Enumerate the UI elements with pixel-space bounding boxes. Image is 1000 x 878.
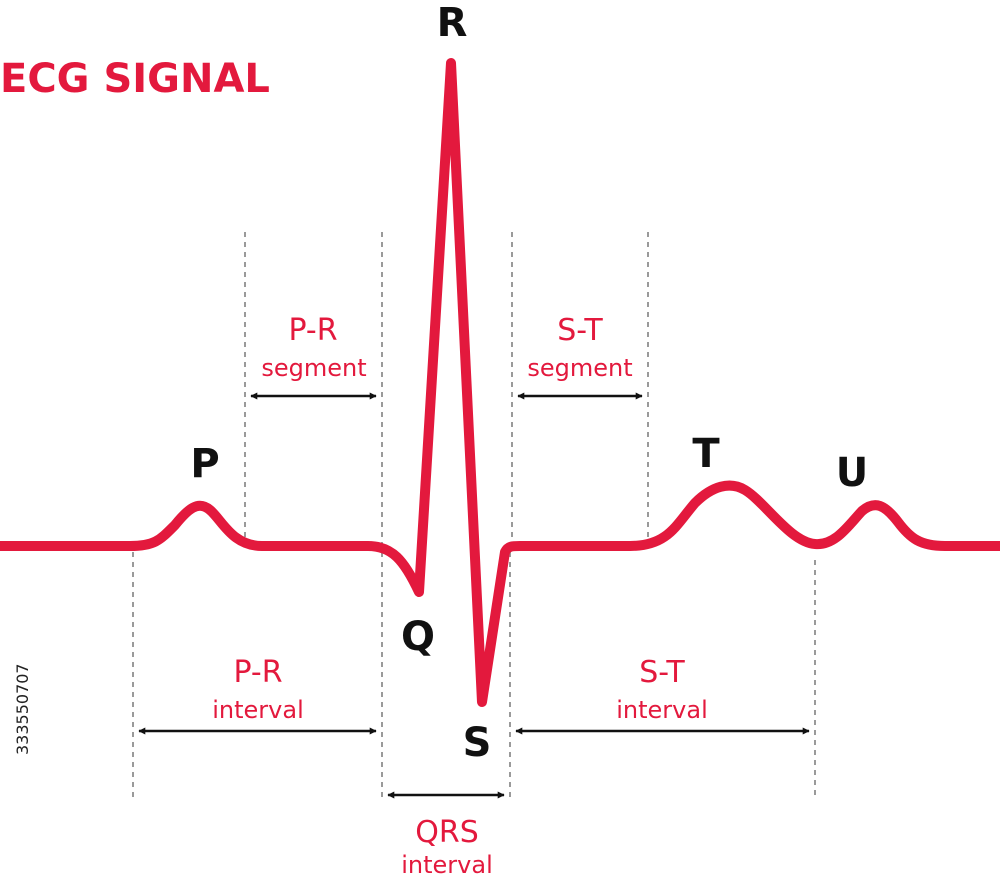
wave-label-p: P	[190, 441, 219, 487]
pr-interval-sub: interval	[212, 696, 304, 724]
wave-label-r: R	[437, 0, 468, 46]
st-segment-sub: segment	[527, 354, 632, 382]
st-interval: S-T interval	[515, 655, 810, 735]
wave-label-u: U	[836, 450, 868, 496]
pr-interval: P-R interval	[138, 655, 377, 735]
qrs-interval-sub: interval	[401, 851, 493, 878]
wave-label-s: S	[463, 720, 492, 766]
stock-id-label: 333550707	[13, 663, 32, 755]
pr-segment-name: P-R	[288, 313, 337, 348]
diagram-title: ECG SIGNAL	[0, 56, 270, 102]
st-interval-sub: interval	[616, 696, 708, 724]
pr-segment-sub: segment	[261, 354, 366, 382]
st-segment-name: S-T	[557, 313, 603, 348]
qrs-interval-name: QRS	[415, 815, 479, 850]
wave-label-q: Q	[401, 614, 435, 660]
ecg-waveform	[0, 58, 1000, 707]
pr-interval-name: P-R	[233, 655, 282, 690]
qrs-interval: QRS interval	[387, 791, 505, 878]
st-interval-name: S-T	[639, 655, 685, 690]
pr-segment: P-R segment	[250, 313, 377, 400]
st-segment: S-T segment	[517, 313, 643, 400]
guide-lines	[132, 232, 816, 800]
wave-label-t: T	[692, 431, 720, 477]
